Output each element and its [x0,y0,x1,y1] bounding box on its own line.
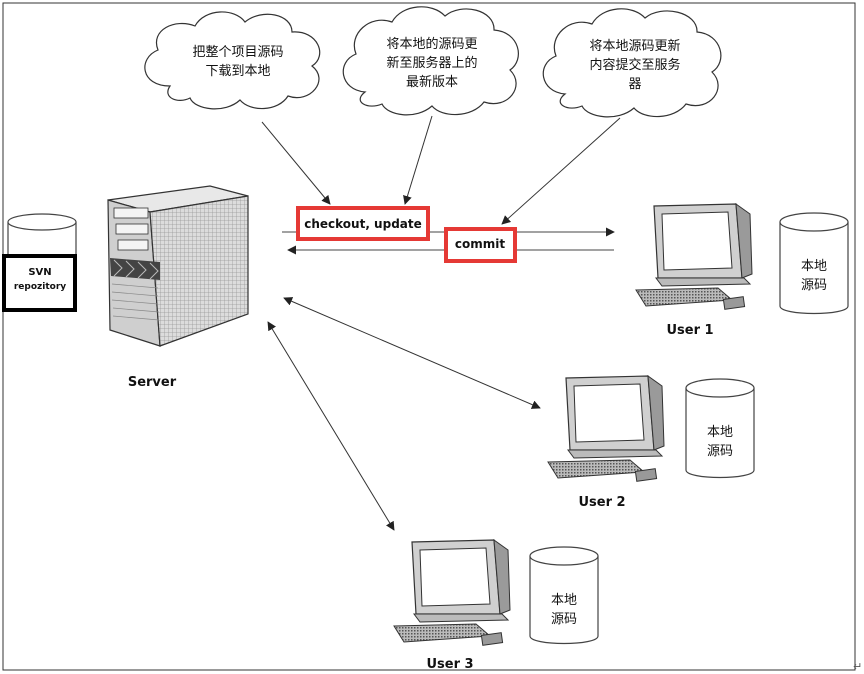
cloud-checkout-line-2: 下载到本地 [205,64,270,79]
cloud-update-line-2: 新至服务器上的 [386,55,477,71]
user1-workstation [635,202,753,310]
paragraph-mark: ↵ [853,660,862,673]
arrow-cloud-checkout [261,121,331,205]
user3-local-line-2: 源码 [551,612,577,627]
cloud-commit-line-2: 内容提交至服务 [589,57,680,73]
user2-workstation [547,374,665,482]
repo-highlight-box [2,254,77,312]
server-tower: Server [107,185,249,390]
svn-repository: SVN repozitory [2,213,77,312]
commit-label: commit [444,227,517,263]
server-label: Server [128,375,177,390]
user2-label: User 2 [578,495,625,510]
user2-local-line-2: 源码 [707,444,733,459]
user1-local-line-2: 源码 [801,278,827,293]
repo-label-line-1: SVN [28,267,51,278]
user3-label: User 3 [426,657,473,672]
cloud-checkout-line-1: 把整个项目源码 [192,45,283,60]
repo-label-line-2: repozitory [14,282,66,292]
user3-local-source: 本地 源码 [529,546,599,645]
user1-label: User 1 [666,323,713,338]
cloud-commit-line-1: 将本地源码更新 [589,38,680,54]
user1-local-source: 本地 源码 [779,212,849,315]
cloud-update-line-3: 最新版本 [406,74,458,90]
user2-local-source: 本地 源码 [685,378,755,479]
arrow-server-user3 [267,321,395,531]
arrow-cloud-update [403,115,433,205]
commit-highlight-box [444,227,517,263]
checkout-update-label: checkout, update [296,206,430,241]
user3-local-line-1: 本地 [551,593,577,608]
cloud-commit: 将本地源码更新 内容提交至服务 器 [542,8,722,118]
checkout-update-text: checkout, update [304,217,422,231]
cloud-update-line-1: 将本地的源码更 [386,36,477,52]
user1-local-line-1: 本地 [801,259,827,274]
checkout-highlight-box [296,206,430,241]
arrow-cloud-commit [501,117,621,225]
cloud-update: 将本地的源码更 新至服务器上的 最新版本 [342,6,519,116]
user2-local-line-1: 本地 [707,425,733,440]
cloud-commit-line-3: 器 [628,77,641,92]
arrow-server-user2 [283,297,541,409]
commit-text: commit [455,237,505,251]
user3-workstation [393,538,511,646]
cloud-checkout: 把整个项目源码 下载到本地 [144,11,321,110]
